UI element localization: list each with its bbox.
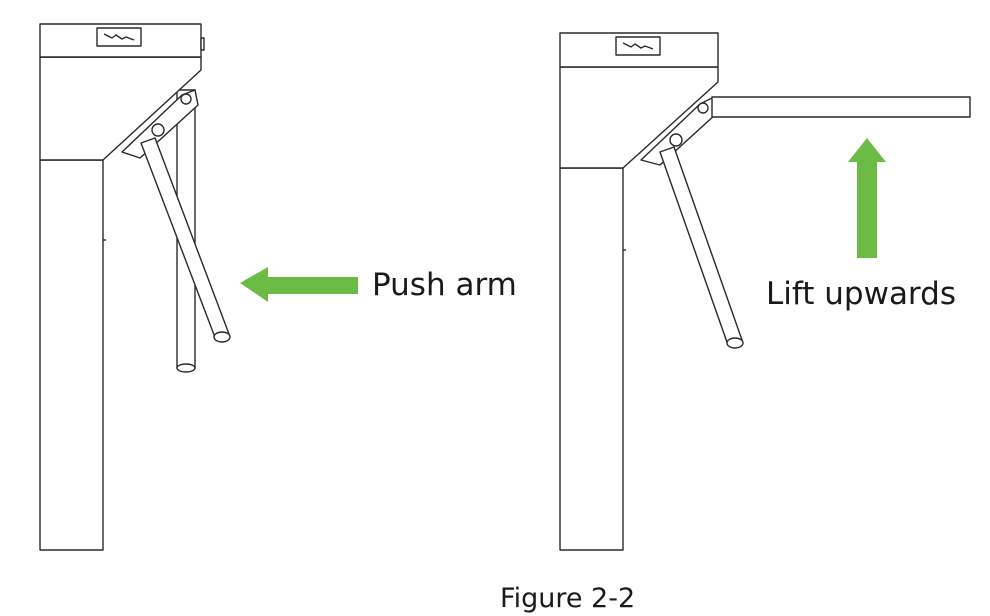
left-turnstile [39, 23, 231, 551]
card-reader-icon [96, 27, 142, 47]
lift-upwards-label: Lift upwards [766, 276, 956, 312]
right-turnstile [559, 32, 971, 551]
figure-caption: Figure 2-2 [500, 583, 636, 614]
push-arrow-left-icon [240, 267, 358, 302]
left-post [39, 159, 104, 551]
right-post [559, 167, 624, 551]
lift-arrow-up-icon [848, 138, 886, 258]
right-arm [659, 146, 743, 346]
card-reader-icon [615, 36, 661, 56]
right-horizontal-arm [711, 96, 971, 118]
push-arm-label: Push arm [372, 267, 517, 303]
